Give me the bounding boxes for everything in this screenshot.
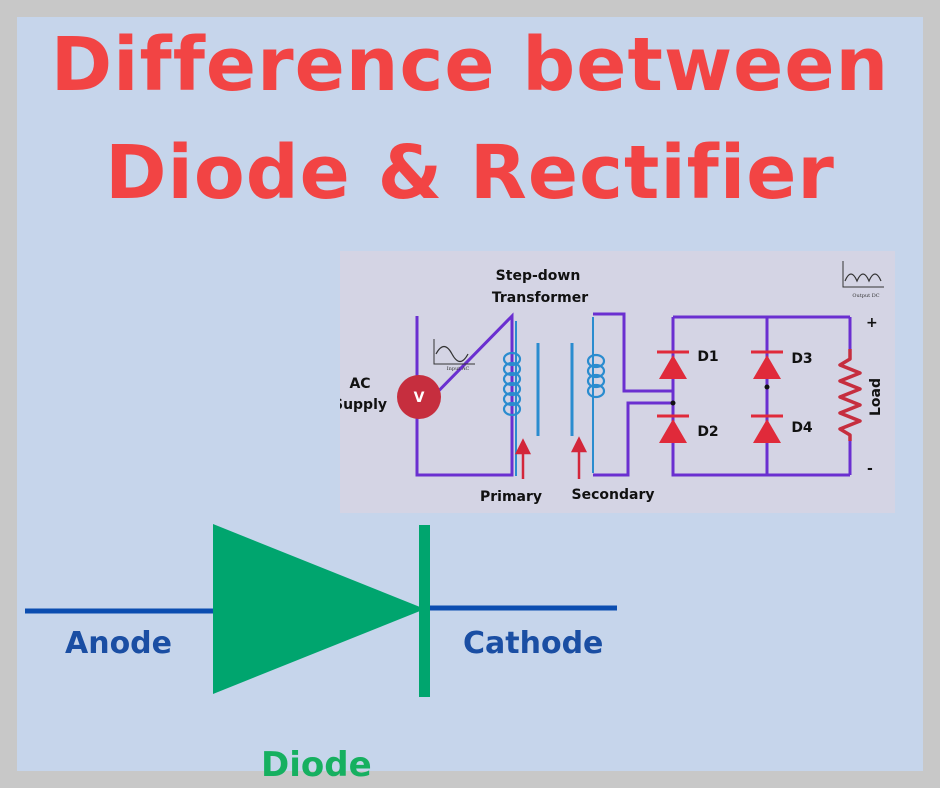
ac-label-2: Supply bbox=[340, 397, 387, 413]
secondary-label: Secondary bbox=[572, 487, 655, 503]
title-line-1: Difference between bbox=[50, 22, 890, 108]
voltmeter-icon bbox=[397, 375, 441, 419]
rectifier-circuit-diagram: Step-down Transformer AC Supply V Input … bbox=[340, 251, 895, 513]
diode-cathode-bar bbox=[419, 525, 430, 697]
junction-dot bbox=[764, 384, 770, 390]
minus-label: - bbox=[867, 461, 873, 477]
input-wave-axes bbox=[433, 339, 475, 365]
output-wave-label: Output DC bbox=[852, 293, 879, 299]
rectifier-circuit-svg: Step-down Transformer AC Supply V Input … bbox=[340, 261, 884, 505]
primary-loop-wire bbox=[415, 312, 514, 477]
primary-arrow-icon bbox=[514, 438, 532, 479]
diode-d3-icon bbox=[751, 350, 783, 379]
output-wave-icon bbox=[844, 273, 882, 283]
load-label: Load bbox=[868, 378, 884, 416]
input-wave-label: Input AC bbox=[447, 366, 470, 372]
junction-dot bbox=[670, 400, 676, 406]
load-resistor-icon bbox=[838, 349, 862, 441]
transformer-label-2: Transformer bbox=[492, 290, 588, 306]
diode-triangle bbox=[213, 524, 425, 694]
ac-label-1: AC bbox=[349, 376, 370, 392]
transformer-label-1: Step-down bbox=[496, 268, 581, 284]
d3-label: D3 bbox=[791, 351, 812, 367]
input-wave-icon bbox=[435, 345, 469, 363]
voltmeter-label: V bbox=[414, 390, 425, 406]
plus-label: + bbox=[866, 315, 878, 331]
diode-caption: Diode bbox=[261, 745, 372, 785]
d2-label: D2 bbox=[697, 424, 718, 440]
d1-label: D1 bbox=[697, 349, 718, 365]
secondary-top-wire bbox=[593, 312, 673, 393]
title-line-2: Diode & Rectifier bbox=[105, 130, 835, 216]
anode-label: Anode bbox=[65, 626, 173, 661]
primary-label: Primary bbox=[480, 489, 542, 505]
secondary-bottom-wire bbox=[593, 401, 673, 477]
primary-coil bbox=[502, 351, 522, 417]
cathode-label: Cathode bbox=[463, 626, 604, 661]
secondary-arrow-icon bbox=[570, 436, 588, 479]
output-wave-axes bbox=[842, 261, 884, 288]
diode-d2-icon bbox=[657, 414, 689, 443]
d4-label: D4 bbox=[791, 420, 813, 436]
diode-d4-icon bbox=[751, 414, 783, 443]
secondary-coil bbox=[586, 353, 606, 399]
diode-d1-icon bbox=[657, 350, 689, 379]
